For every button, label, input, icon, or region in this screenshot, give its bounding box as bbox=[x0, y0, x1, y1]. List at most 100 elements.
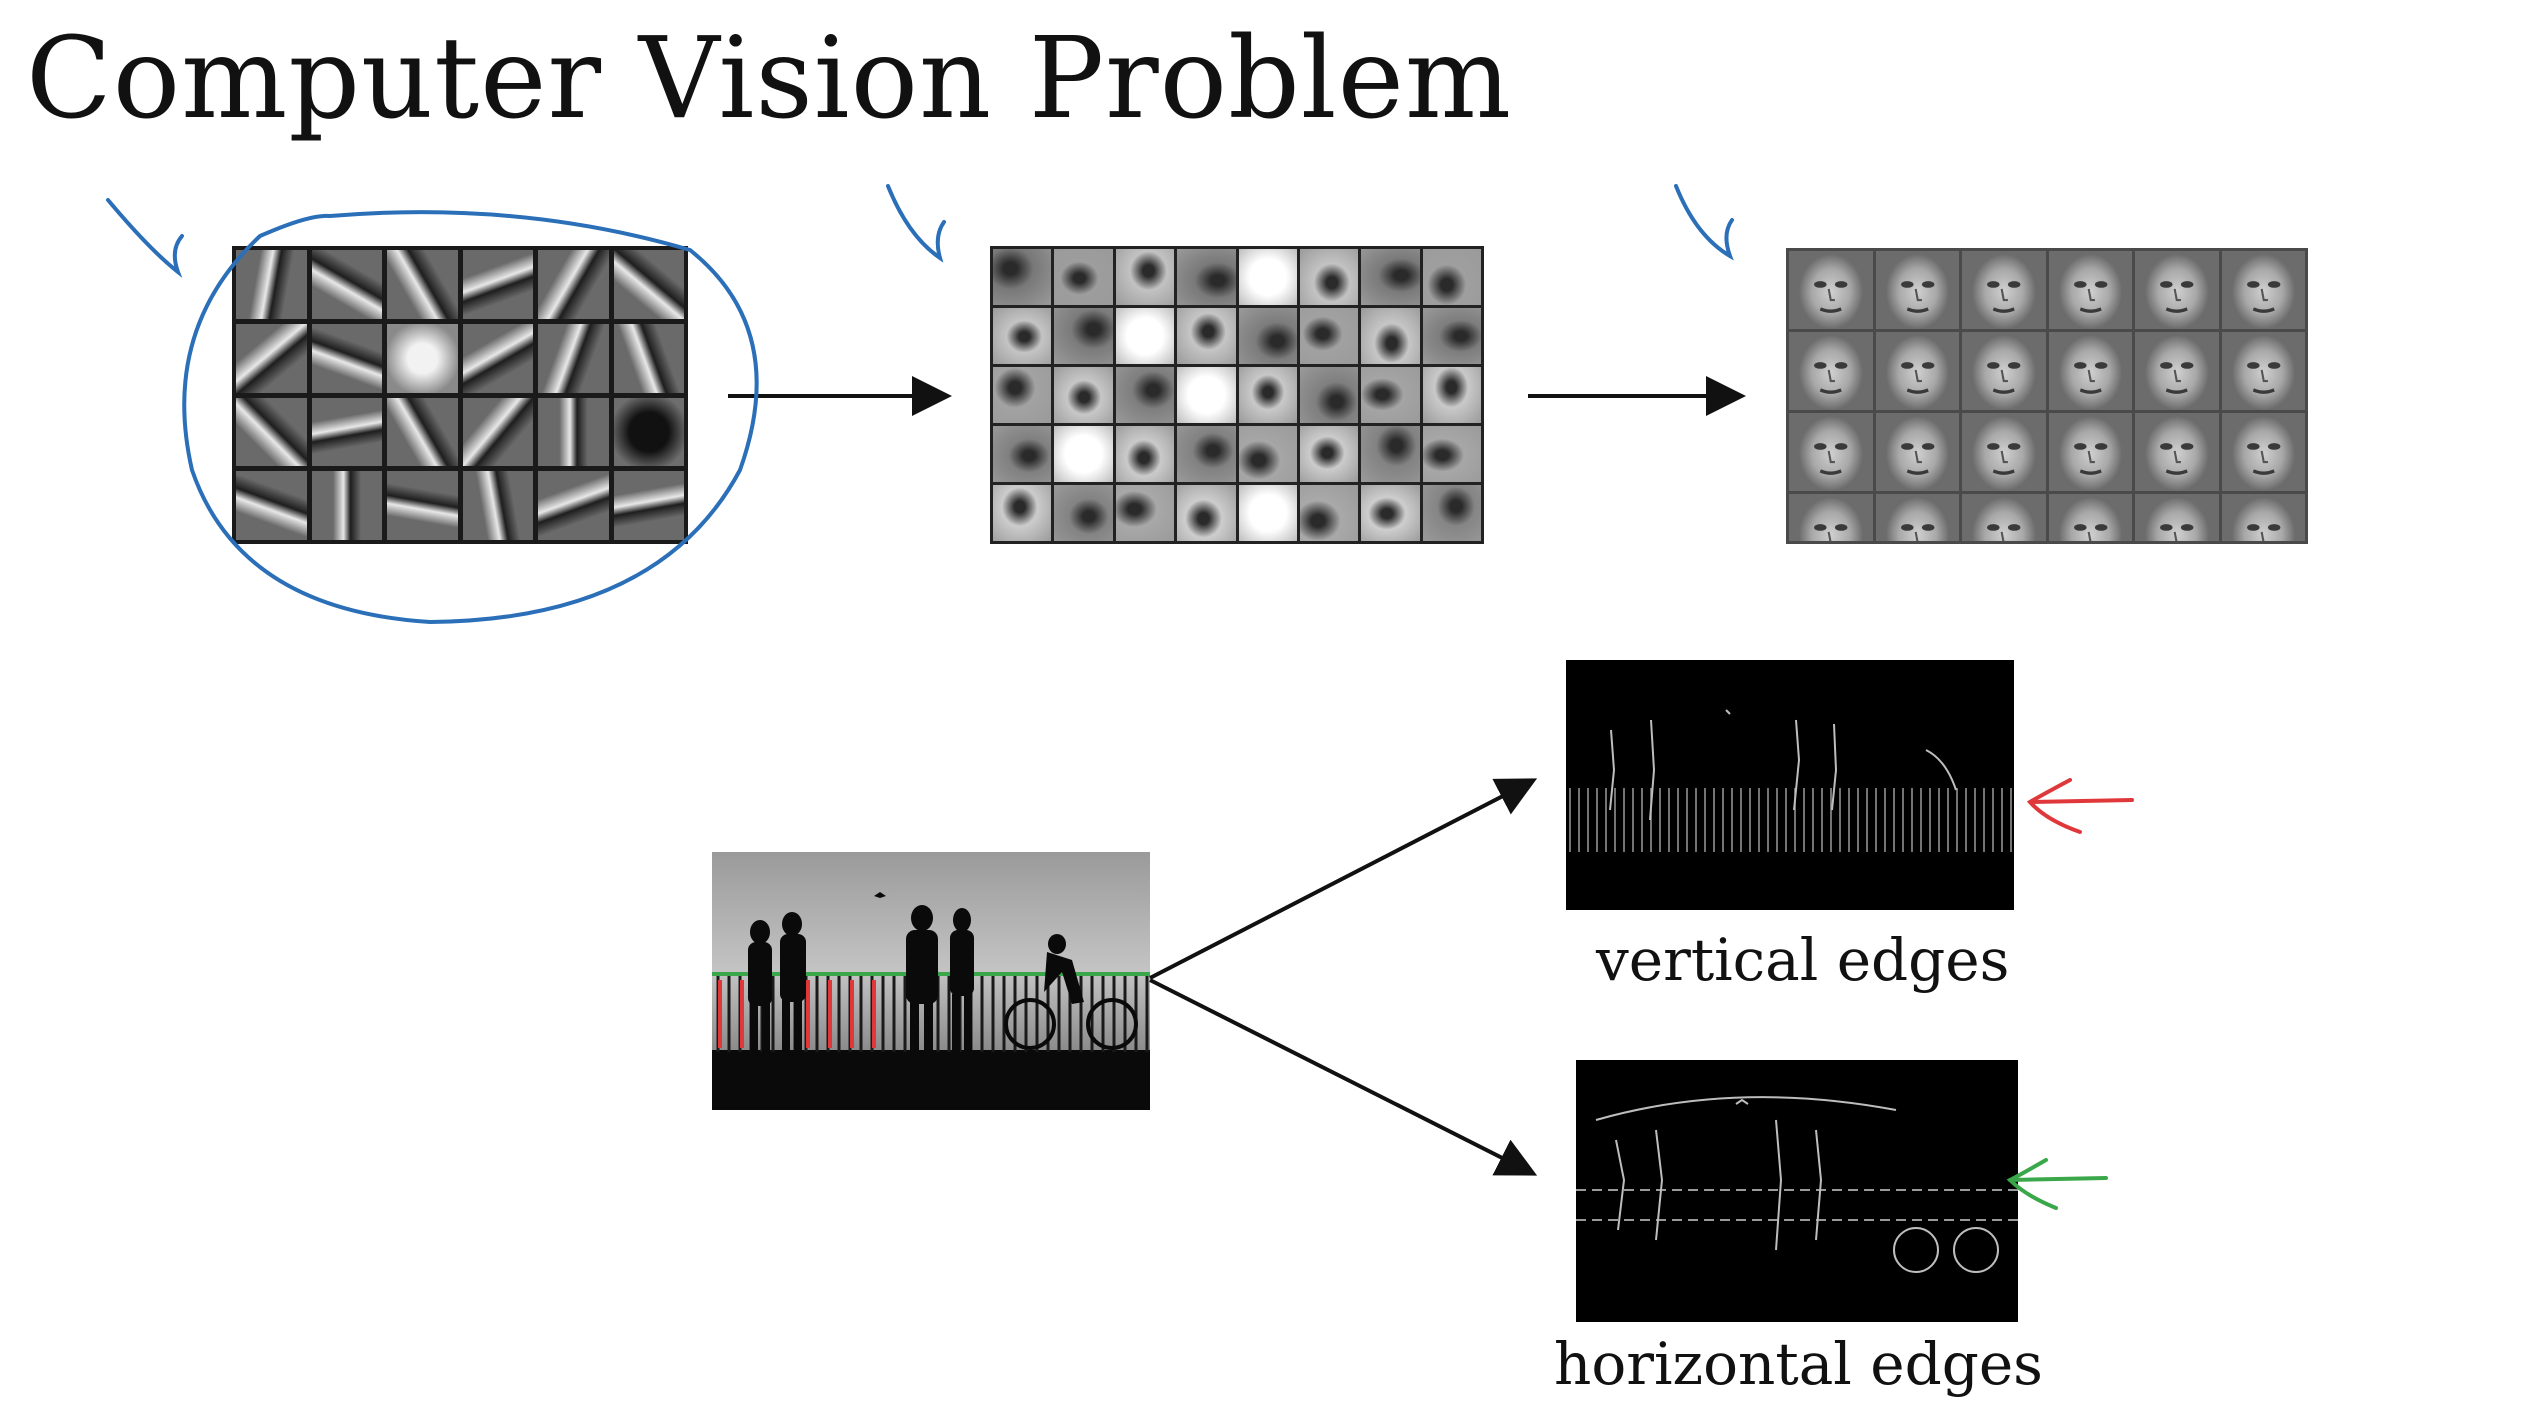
face-part-cell bbox=[1299, 249, 1359, 305]
face-part-cell bbox=[1361, 485, 1420, 541]
face-part-cell bbox=[1054, 485, 1113, 541]
edge-filter-cell bbox=[462, 250, 533, 319]
face-part-cell bbox=[993, 485, 1052, 541]
edge-filter-cell bbox=[538, 471, 609, 540]
face-part-cell bbox=[1422, 249, 1481, 305]
face-part-cell bbox=[1361, 249, 1420, 305]
face-cell bbox=[1789, 251, 1873, 330]
face-part-cell bbox=[1361, 367, 1420, 423]
face-cell bbox=[2221, 332, 2305, 411]
face-part-cell bbox=[1299, 485, 1359, 541]
face-part-cell bbox=[1177, 485, 1236, 541]
face-part-cell bbox=[1299, 308, 1359, 364]
edge-filter-cell bbox=[387, 471, 458, 540]
face-cell bbox=[1789, 494, 1873, 541]
face-part-cell bbox=[1054, 308, 1113, 364]
edge-filter-cell bbox=[311, 250, 382, 319]
edge-filter-cell bbox=[387, 250, 458, 319]
face-cell bbox=[1962, 251, 2046, 330]
blue-check-mark-3 bbox=[1674, 184, 1734, 261]
face-parts-grid bbox=[990, 246, 1484, 544]
face-part-cell bbox=[1115, 367, 1175, 423]
blue-check-mark-2 bbox=[886, 184, 946, 263]
edge-filter-cell bbox=[236, 323, 307, 393]
face-part-cell bbox=[1299, 367, 1359, 423]
face-cell bbox=[2135, 494, 2219, 541]
face-cell bbox=[1962, 494, 2046, 541]
face-part-cell bbox=[1422, 426, 1481, 482]
blue-check-mark-1 bbox=[106, 198, 184, 278]
face-cell bbox=[1789, 332, 1873, 411]
edge-filter-cell bbox=[462, 323, 533, 393]
edge-filter-cell bbox=[538, 250, 609, 319]
edge-filter-cell bbox=[462, 471, 533, 540]
face-cell bbox=[1962, 413, 2046, 492]
face-part-cell bbox=[1054, 426, 1113, 482]
horizontal-edges-caption: horizontal edges bbox=[1554, 1330, 2043, 1398]
face-cell bbox=[2048, 332, 2132, 411]
face-part-cell bbox=[1115, 426, 1175, 482]
face-part-cell bbox=[993, 426, 1052, 482]
edge-filter-cell bbox=[311, 471, 382, 540]
edge-filter-cell bbox=[236, 471, 307, 540]
face-cell bbox=[2221, 494, 2305, 541]
edge-filter-cell bbox=[613, 250, 684, 319]
face-part-cell bbox=[1422, 367, 1481, 423]
input-photo bbox=[712, 852, 1150, 1110]
face-cell bbox=[1875, 413, 1959, 492]
face-part-cell bbox=[1115, 485, 1175, 541]
face-cell bbox=[2048, 251, 2132, 330]
face-cell bbox=[2135, 413, 2219, 492]
face-part-cell bbox=[993, 249, 1052, 305]
edge-filter-cell bbox=[538, 397, 609, 467]
edge-filter-cell bbox=[311, 397, 382, 467]
face-part-cell bbox=[1177, 426, 1236, 482]
face-cell bbox=[2048, 494, 2132, 541]
face-part-cell bbox=[1115, 249, 1175, 305]
face-part-cell bbox=[993, 308, 1052, 364]
face-cell bbox=[2135, 251, 2219, 330]
face-part-cell bbox=[1422, 485, 1481, 541]
face-cell bbox=[1875, 251, 1959, 330]
vertical-edges-caption: vertical edges bbox=[1596, 926, 2010, 994]
edge-filter-cell bbox=[387, 323, 458, 393]
edge-filter-cell bbox=[613, 323, 684, 393]
edge-filter-cell bbox=[387, 397, 458, 467]
green-arrow-annotation bbox=[2006, 1158, 2108, 1210]
edge-filter-cell bbox=[613, 471, 684, 540]
page-title: Computer Vision Problem bbox=[26, 14, 1513, 144]
face-part-cell bbox=[993, 367, 1052, 423]
face-cell bbox=[2048, 413, 2132, 492]
face-cell bbox=[1789, 413, 1873, 492]
face-part-cell bbox=[1422, 308, 1481, 364]
face-part-cell bbox=[1238, 249, 1297, 305]
edge-filter-cell bbox=[236, 250, 307, 319]
arrow-photo-to-vertical bbox=[1149, 778, 1538, 980]
edge-filter-cell bbox=[538, 323, 609, 393]
face-part-cell bbox=[1115, 308, 1175, 364]
faces-grid bbox=[1786, 248, 2308, 544]
face-cell bbox=[1875, 494, 1959, 541]
face-cell bbox=[2221, 251, 2305, 330]
face-part-cell bbox=[1054, 249, 1113, 305]
face-part-cell bbox=[1177, 367, 1236, 423]
red-arrow-annotation bbox=[2026, 778, 2134, 834]
vertical-edges-image bbox=[1566, 660, 2014, 910]
face-part-cell bbox=[1361, 308, 1420, 364]
edge-filter-cell bbox=[462, 397, 533, 467]
edge-filter-cell bbox=[311, 323, 382, 393]
face-part-cell bbox=[1361, 426, 1420, 482]
silhouette-scene bbox=[712, 852, 1150, 1110]
horizontal-edges-image bbox=[1576, 1060, 2018, 1322]
face-part-cell bbox=[1177, 308, 1236, 364]
face-cell bbox=[2221, 413, 2305, 492]
face-part-cell bbox=[1177, 249, 1236, 305]
face-part-cell bbox=[1299, 426, 1359, 482]
edge-filter-cell bbox=[236, 397, 307, 467]
edge-filters-grid bbox=[232, 246, 688, 544]
face-part-cell bbox=[1238, 426, 1297, 482]
edge-filter-cell bbox=[613, 397, 684, 467]
face-cell bbox=[1962, 332, 2046, 411]
